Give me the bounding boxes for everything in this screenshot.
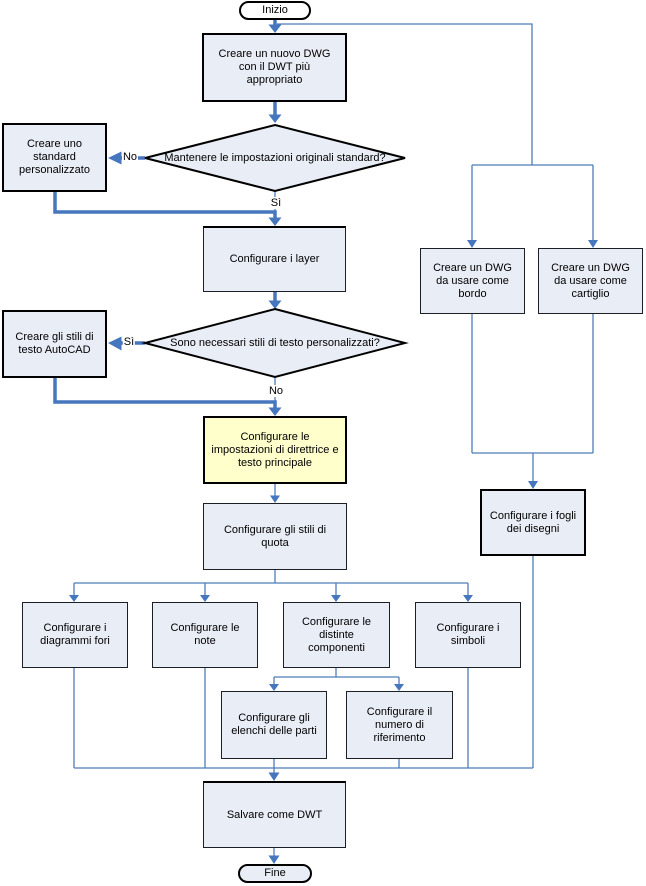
process-configurare-diagrammi-fori: Configurare i diagrammi fori xyxy=(22,602,128,668)
edge-label-no-2: No xyxy=(267,385,285,397)
process-configurare-elenchi-parti: Configurare gli elenchi delle parti xyxy=(221,691,327,759)
terminator-inizio: Inizio xyxy=(239,1,311,20)
decision-stili-testo-text: Sono necessari stili di testo personaliz… xyxy=(170,336,380,349)
decision-mantenere-impostazioni-text: Mantenere le impostazioni originali stan… xyxy=(164,151,386,164)
thin-connectors xyxy=(73,23,594,857)
decision-mantenere-impostazioni-shape xyxy=(144,123,406,193)
edge-label-no-1: No xyxy=(121,151,139,163)
decision-stili-testo-shape xyxy=(141,307,409,379)
process-configurare-note: Configurare le note xyxy=(152,602,258,668)
process-configurare-stili-quota: Configurare gli stili di quota xyxy=(203,503,347,570)
process-configurare-direttrice-testo: Configurare le impostazioni di direttric… xyxy=(203,416,347,484)
process-creare-nuovo-dwg: Creare un nuovo DWG con il DWT più appro… xyxy=(202,33,347,102)
edge-label-si-2: Sì xyxy=(122,336,136,348)
process-creare-standard-personalizzato: Creare uno standard personalizzato xyxy=(2,123,107,192)
process-configurare-distinte-componenti: Configurare le distinte componenti xyxy=(283,602,390,668)
terminator-fine: Fine xyxy=(238,864,312,883)
edge-label-si-1: Sì xyxy=(269,197,283,209)
process-configurare-fogli-disegni: Configurare i fogli dei disegni xyxy=(480,489,586,556)
process-salvare-come-dwt: Salvare come DWT xyxy=(203,781,346,848)
process-configurare-simboli: Configurare i simboli xyxy=(415,602,521,668)
process-creare-stili-testo-autocad: Creare gli stili di testo AutoCAD xyxy=(2,310,107,378)
process-creare-dwg-cartiglio: Creare un DWG da usare come cartiglio xyxy=(538,248,643,314)
arrowheads xyxy=(69,24,598,864)
process-creare-dwg-bordo: Creare un DWG da usare come bordo xyxy=(420,248,525,314)
process-configurare-numero-riferimento: Configurare il numero di riferimento xyxy=(346,691,453,759)
process-configurare-layer: Configurare i layer xyxy=(203,226,346,292)
